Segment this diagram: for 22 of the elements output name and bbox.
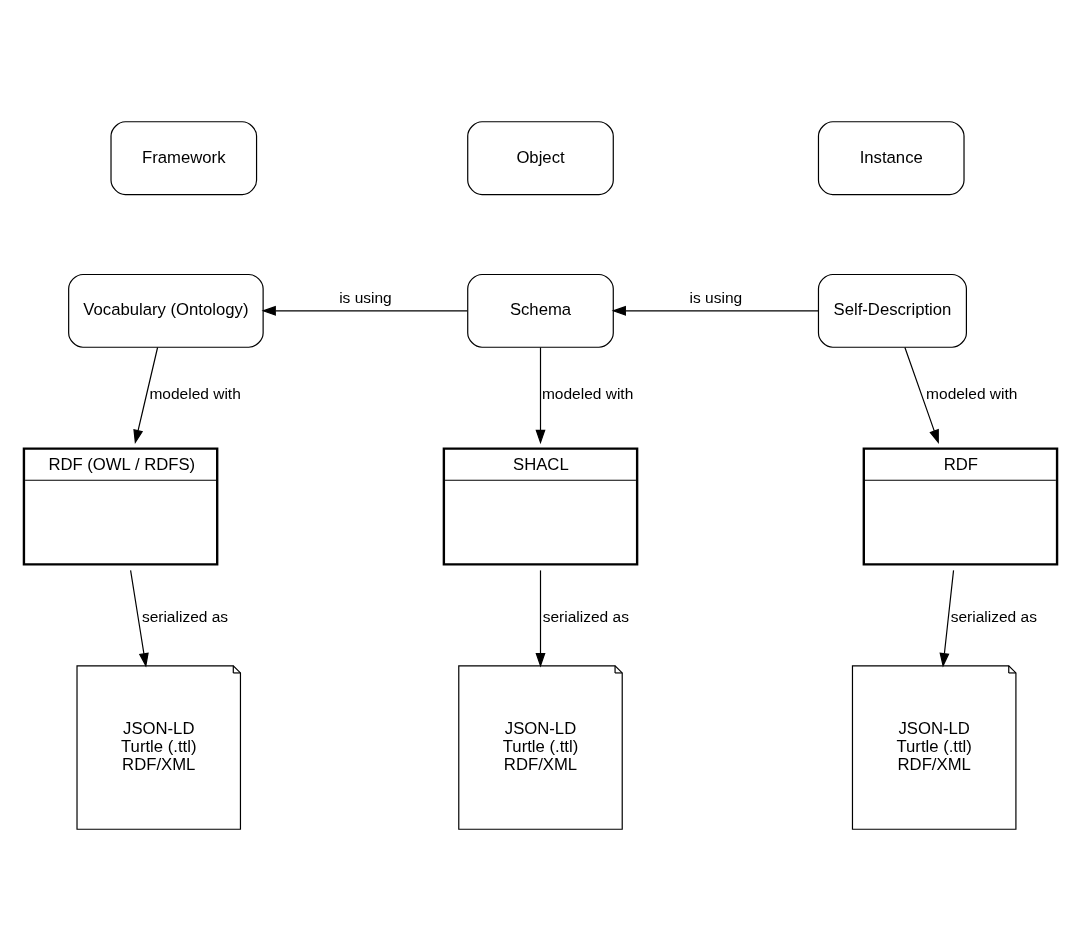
edge-label: modeled with xyxy=(149,384,241,402)
arrow xyxy=(535,346,546,444)
node-box: Instance xyxy=(817,120,965,195)
arrow xyxy=(939,569,955,667)
node-box: Schema xyxy=(467,273,614,348)
arrow xyxy=(611,305,819,316)
edge-label: is using xyxy=(339,288,392,306)
edge-label: serialized as xyxy=(950,607,1037,625)
edge-label: modeled with xyxy=(926,384,1018,402)
arrow xyxy=(130,569,149,667)
arrow xyxy=(133,346,159,444)
edge-label: serialized as xyxy=(141,607,229,625)
node-box: Self-Description xyxy=(817,273,967,348)
node-box: Object xyxy=(467,120,614,195)
edge-label: serialized as xyxy=(542,607,629,625)
edge-label: is using xyxy=(689,288,743,306)
arrow xyxy=(535,569,546,667)
arrow xyxy=(904,346,939,444)
edge-label: modeled with xyxy=(541,384,634,402)
node-box: Vocabulary (Ontology) xyxy=(68,273,264,348)
arrow xyxy=(261,305,468,316)
node-box: Framework xyxy=(110,120,258,195)
